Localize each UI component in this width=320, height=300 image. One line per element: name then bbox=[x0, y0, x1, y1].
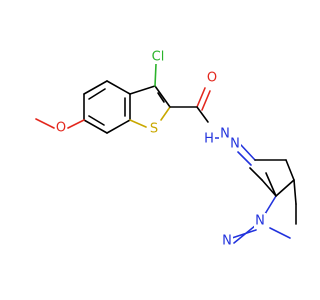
bond bbox=[154, 63, 157, 87]
bond bbox=[293, 179, 297, 205]
bond bbox=[154, 85, 171, 108]
bond bbox=[196, 87, 206, 108]
atom-label-cl: Cl bbox=[152, 50, 165, 65]
atom-label-n2-pyrazole: N bbox=[222, 234, 232, 249]
bond bbox=[269, 227, 291, 239]
bond bbox=[240, 144, 256, 161]
bond bbox=[275, 179, 295, 197]
bond bbox=[88, 115, 105, 126]
bond bbox=[265, 172, 277, 197]
bond bbox=[196, 106, 209, 123]
structure-canvas: Cl O S O N H N N N bbox=[35, 49, 297, 249]
atom-label-o-carbonyl: O bbox=[207, 71, 217, 86]
bond bbox=[35, 118, 55, 129]
atom-label-n-imine: N bbox=[230, 137, 240, 152]
bond bbox=[249, 167, 263, 181]
atom-labels: Cl O S O N H N N N bbox=[55, 49, 266, 249]
bonds bbox=[35, 63, 297, 244]
bond bbox=[160, 106, 171, 121]
bond bbox=[67, 119, 85, 129]
bond bbox=[157, 92, 165, 103]
bond bbox=[129, 85, 156, 95]
bond bbox=[88, 88, 106, 100]
bond bbox=[237, 151, 252, 166]
bond bbox=[83, 119, 108, 134]
bond bbox=[285, 159, 295, 181]
atom-label-n1-pyrazole: N bbox=[255, 214, 265, 229]
bond bbox=[261, 179, 277, 197]
bond bbox=[106, 119, 131, 134]
bond bbox=[264, 195, 277, 215]
bond bbox=[106, 80, 131, 95]
bond bbox=[201, 90, 211, 111]
atom-label-s: S bbox=[150, 122, 158, 137]
bond bbox=[129, 119, 147, 128]
atom-label-nh-h: H bbox=[204, 132, 214, 147]
atom-label-o-methoxy: O bbox=[56, 121, 66, 136]
bond bbox=[83, 80, 108, 95]
molecule-diagram: Cl O S O N H N N N bbox=[35, 49, 297, 249]
atom-label-nh-n: N bbox=[220, 127, 230, 142]
